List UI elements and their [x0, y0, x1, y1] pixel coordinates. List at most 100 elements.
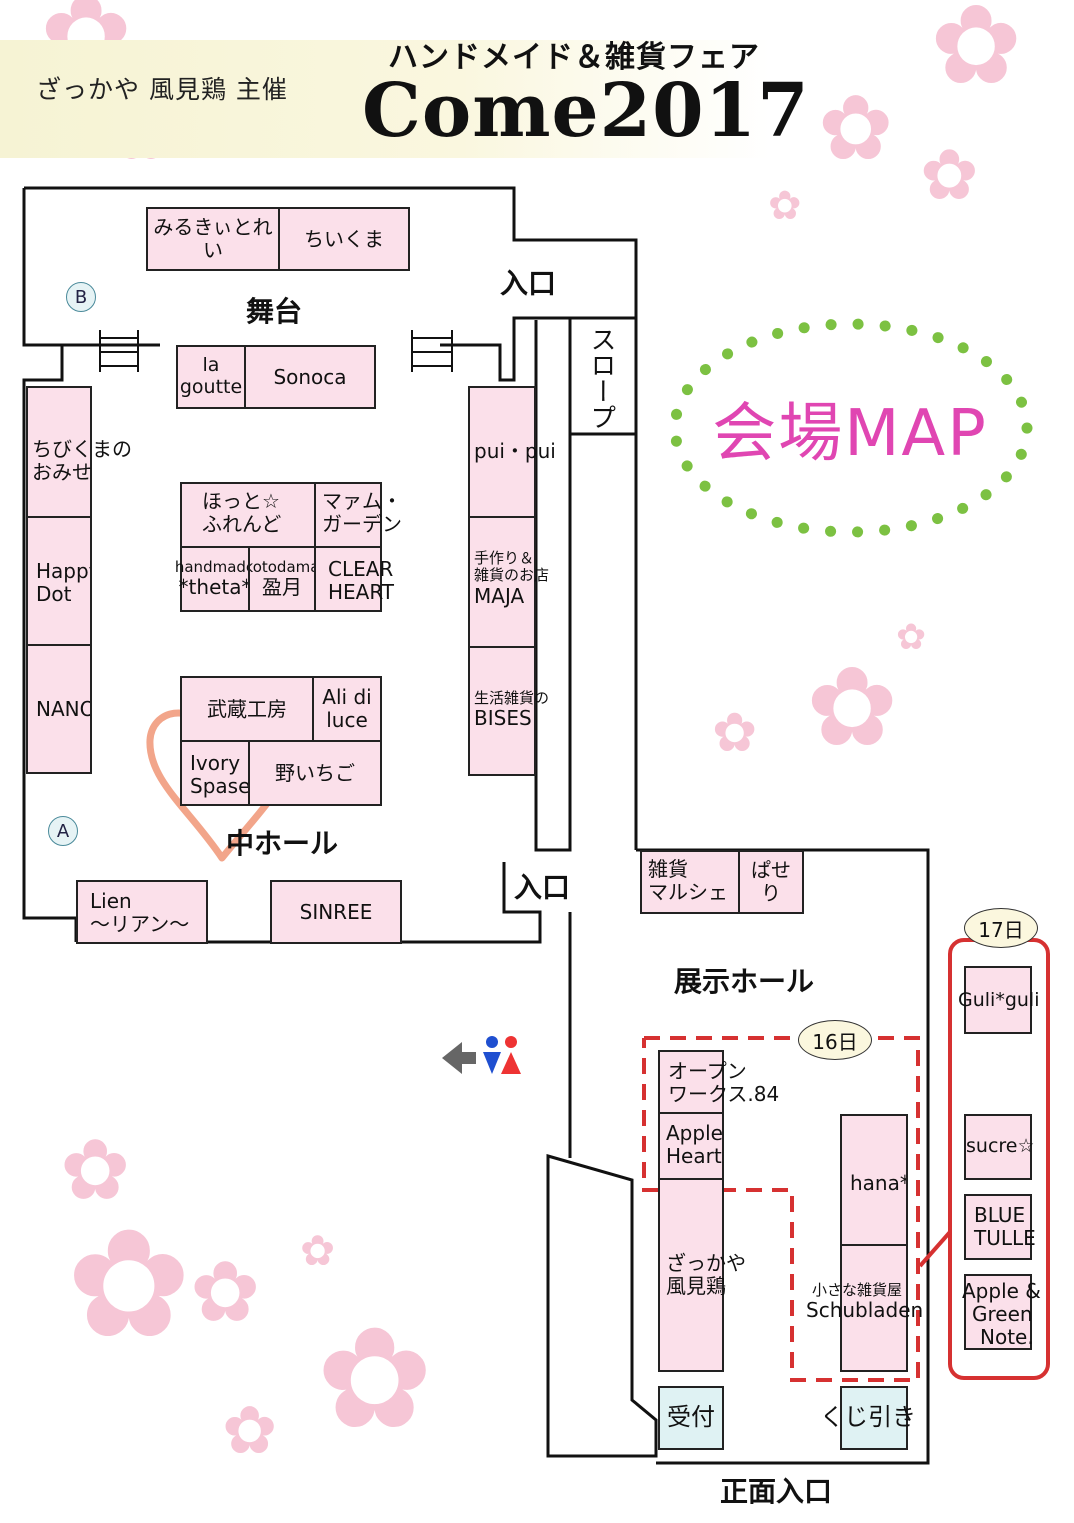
booth-zakka-marche[interactable]: 雑貨 マルシェ [640, 850, 740, 914]
booth-label: Green [972, 1302, 1033, 1326]
slope-label: スロープ [586, 326, 616, 430]
header-band [0, 40, 770, 158]
booth-hotto-friend[interactable]: ほっと☆ ふれんど [180, 482, 318, 548]
cherry-blossom-icon: ✿ [316, 1298, 434, 1461]
marker-a: A [48, 816, 78, 846]
booth-label: handmade [174, 557, 256, 576]
booth-kotodama[interactable]: kotodama 盈月 [248, 546, 316, 612]
booth-label: NANO [36, 697, 92, 721]
middle-hall-label: 中ホール [226, 827, 339, 860]
event-subtitle: ハンドメイド＆雑貨フェア [388, 40, 760, 75]
booth-label: pui・pui [474, 439, 556, 463]
booth-theta[interactable]: handmade *theta* [175, 546, 255, 612]
booth-label: 受付 [667, 1403, 715, 1432]
booth-label: ちびくまの [32, 437, 132, 461]
organizer-text: ざっかや 風見鶏 主催 [36, 75, 288, 104]
booth-schubladen[interactable]: 小さな雑貨屋 Schubladen [806, 1244, 923, 1372]
booth-label: la goutte [179, 354, 243, 398]
booth-mirukiitorei[interactable]: みるきぃとれい [146, 207, 280, 271]
booth-apple-heart[interactable]: Apple Heart [658, 1112, 724, 1180]
booth-mam-garden[interactable]: マァム・ ガーデン [314, 482, 402, 548]
cherry-blossom-icon: ✿ [300, 1226, 336, 1275]
booth-label: オープン [668, 1059, 747, 1083]
booth-label: Guli*guli [958, 989, 1040, 1011]
booth-label: sucre☆ [966, 1135, 1035, 1157]
booth-hana[interactable]: hana* [840, 1114, 908, 1246]
booth-paseri[interactable]: ぱせり [738, 850, 804, 914]
front-entrance-label: 正面入口 [720, 1475, 833, 1508]
booth-label: ふれんど [202, 512, 282, 536]
booth-label: 手作り＆ [474, 549, 535, 567]
booth-label: Heart [666, 1144, 722, 1168]
cherry-blossom-icon: ✿ [222, 1392, 278, 1469]
entrance-mid-label: 入口 [514, 871, 571, 904]
booth-lottery[interactable]: くじ引き [820, 1386, 916, 1450]
booth-maja[interactable]: 手作り＆ 雑貨のお店 MAJA [468, 516, 550, 648]
booth-label: 雑貨のお店 [474, 566, 550, 585]
booth-musashi-kobo[interactable]: 武蔵工房 [180, 676, 314, 742]
booth-chiikuma[interactable]: ちいくま [278, 207, 410, 271]
booth-guli-guli[interactable]: Guli*guli [958, 966, 1039, 1034]
day-16-badge: 16日 [798, 1020, 872, 1060]
booth-label: Apple & [962, 1279, 1041, 1303]
booth-label: BLUE [974, 1203, 1026, 1227]
event-title: Come2017 [362, 68, 810, 154]
booth-apple-green-note[interactable]: Apple & Green Note. [962, 1274, 1041, 1350]
booth-noichigo[interactable]: 野いちご [248, 740, 382, 806]
booth-label: Ivory [190, 751, 241, 775]
booth-label: Happy [36, 559, 90, 583]
booth-label: Sonoca [273, 364, 347, 389]
booth-happy-dot[interactable]: Happy Dot [26, 516, 92, 646]
booth-nano[interactable]: NANO [26, 644, 92, 774]
booth-label: マァム・ [322, 489, 402, 513]
booth-open-works[interactable]: オープン ワークス.84 [658, 1050, 779, 1114]
booth-label: TULLE [974, 1226, 1036, 1250]
booth-bises[interactable]: 生活雑貨の BISES [468, 646, 550, 776]
booth-label: HEART [328, 580, 395, 604]
booth-ivory-spase[interactable]: Ivory Spase [180, 740, 250, 806]
booth-reception[interactable]: 受付 [658, 1386, 724, 1450]
booth-chibikuma[interactable]: ちびくまの おみせ [26, 386, 132, 518]
marker-b: B [66, 282, 96, 312]
booth-lien[interactable]: Lien ～リアン～ [76, 880, 208, 944]
booth-label: ちいくま [304, 226, 384, 251]
booth-label: MAJA [474, 583, 525, 608]
booth-label: みるきぃとれい [153, 215, 273, 262]
cherry-blossom-icon: ✿ [768, 183, 802, 229]
booth-label: hana* [850, 1171, 908, 1195]
booth-label: 野いちご [275, 760, 355, 785]
booth-label: ざっかや [666, 1251, 746, 1275]
cherry-blossom-icon: ✿ [930, 0, 1023, 109]
booth-label: ～リアン～ [90, 912, 190, 936]
booth-sucre[interactable]: sucre☆ [964, 1114, 1035, 1180]
booth-label: ぱせり [751, 858, 791, 905]
booth-blue-tulle[interactable]: BLUE TULLE [964, 1194, 1036, 1260]
booth-label: マルシェ [648, 880, 728, 904]
booth-label: luce [326, 708, 368, 732]
booth-label: くじ引き [820, 1403, 916, 1431]
cherry-blossom-icon: ✿ [66, 1198, 192, 1372]
booth-label: Apple [666, 1121, 723, 1145]
booth-label: 雑貨 [648, 857, 688, 881]
restroom-icon [483, 1036, 521, 1074]
booth-kazamidori[interactable]: ざっかや 風見鶏 [658, 1178, 746, 1372]
booth-sinree[interactable]: SINREE [270, 880, 402, 944]
booth-label: CLEAR [328, 557, 394, 581]
cherry-blossom-icon: ✿ [190, 1243, 261, 1341]
stage-label: 舞台 [246, 295, 303, 328]
booth-la-goutte[interactable]: la goutte [176, 345, 246, 409]
booth-label: kotodama [248, 557, 316, 576]
booth-pui-pui[interactable]: pui・pui [468, 386, 556, 518]
booth-sonoca[interactable]: Sonoca [244, 345, 376, 409]
booth-label: SINREE [299, 899, 373, 924]
booth-clear-heart[interactable]: CLEAR HEART [314, 546, 395, 612]
booth-label: 武蔵工房 [207, 696, 287, 721]
cherry-blossom-icon: ✿ [806, 643, 899, 771]
booth-ali-di-luce[interactable]: Ali di luce [312, 676, 382, 742]
booth-label: 小さな雑貨屋 [812, 1281, 903, 1299]
cherry-blossom-icon: ✿ [818, 76, 894, 181]
map-title: 会場MAP [712, 397, 988, 471]
booth-label: 生活雑貨の [474, 689, 550, 707]
day-17-badge: 17日 [964, 908, 1038, 948]
